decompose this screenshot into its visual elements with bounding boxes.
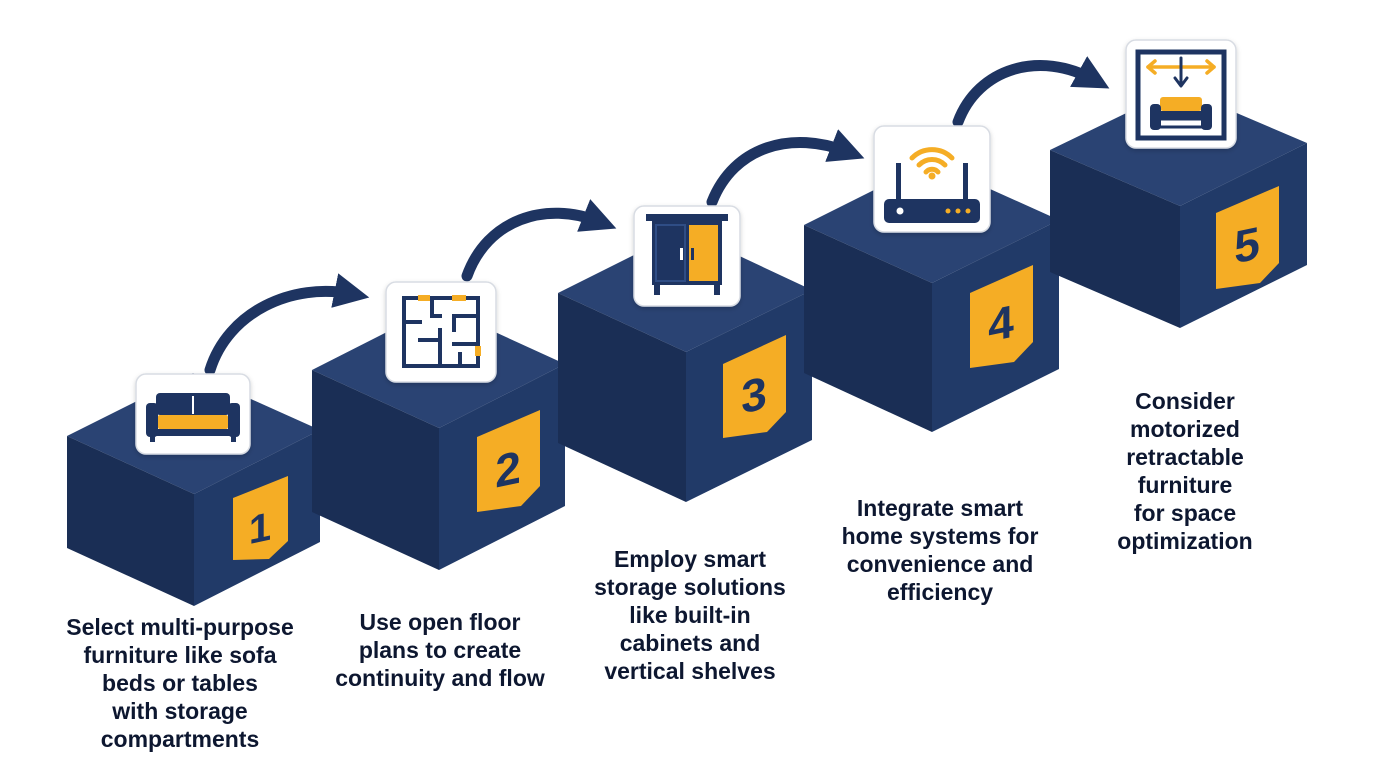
cube-left-face: [312, 370, 439, 570]
step-2-badge: 2: [477, 410, 540, 512]
caption-line: beds or tables: [102, 670, 258, 696]
caption-line: storage solutions: [594, 574, 786, 600]
step-5-caption: Consider motorized retractable furniture…: [1070, 387, 1300, 555]
caption-line: Employ smart: [613, 546, 767, 572]
step-2-caption: Use open floor plans to create continuit…: [310, 608, 570, 692]
caption-line: optimization: [1117, 528, 1253, 554]
caption-line: furniture: [1137, 472, 1233, 498]
cube-left-face: [558, 293, 686, 502]
caption-line: compartments: [100, 726, 260, 752]
caption-line: Integrate smart: [856, 495, 1024, 521]
step-4-badge: 4: [970, 265, 1033, 368]
router-icon: [873, 125, 991, 233]
caption-line: motorized: [1130, 416, 1240, 442]
step-3-badge: 3: [723, 335, 786, 438]
step-5-badge: 5: [1216, 186, 1279, 289]
step-4-caption: Integrate smart home systems for conveni…: [815, 494, 1065, 606]
step-3-caption: Employ smart storage solutions like buil…: [560, 545, 820, 685]
floor-plan-icon: [385, 281, 497, 383]
arrow-3-to-4: [706, 129, 865, 208]
arrow-4-to-5: [952, 56, 1110, 128]
step-1-caption: Select multi-purpose furniture like sofa…: [40, 613, 320, 753]
step-number: 1: [249, 503, 271, 553]
cube-left-face: [804, 225, 932, 432]
caption-line: retractable: [1126, 444, 1244, 470]
caption-line: Use open floor: [359, 609, 521, 635]
caption-line: plans to create: [358, 637, 522, 663]
step-number: 3: [741, 366, 767, 423]
caption-line: furniture like sofa: [83, 642, 277, 668]
cabinet-icon: [633, 205, 741, 307]
caption-line: home systems for: [841, 523, 1039, 549]
step-number: 5: [1234, 217, 1260, 274]
arrow-1-to-2: [204, 273, 370, 376]
step-number: 4: [988, 295, 1014, 352]
sofa-icon: [135, 373, 251, 455]
step-number: 2: [495, 441, 521, 498]
caption-line: efficiency: [886, 579, 994, 605]
arrows: [204, 56, 1110, 376]
caption-line: with storage: [112, 698, 248, 724]
caption-line: Select multi-purpose: [66, 614, 294, 640]
cube-left-face: [1050, 150, 1180, 328]
caption-line: convenience and: [846, 551, 1034, 577]
caption-line: continuity and flow: [335, 665, 545, 691]
retractable-furniture-icon: [1125, 39, 1237, 149]
caption-line: Consider: [1135, 388, 1235, 414]
caption-line: for space: [1133, 500, 1237, 526]
caption-line: like built-in: [629, 602, 751, 628]
cube-left-face: [67, 436, 194, 606]
caption-line: cabinets and: [619, 630, 761, 656]
arrow-2-to-3: [461, 199, 617, 282]
step-1-badge: 1: [233, 476, 288, 560]
caption-line: vertical shelves: [604, 658, 776, 684]
